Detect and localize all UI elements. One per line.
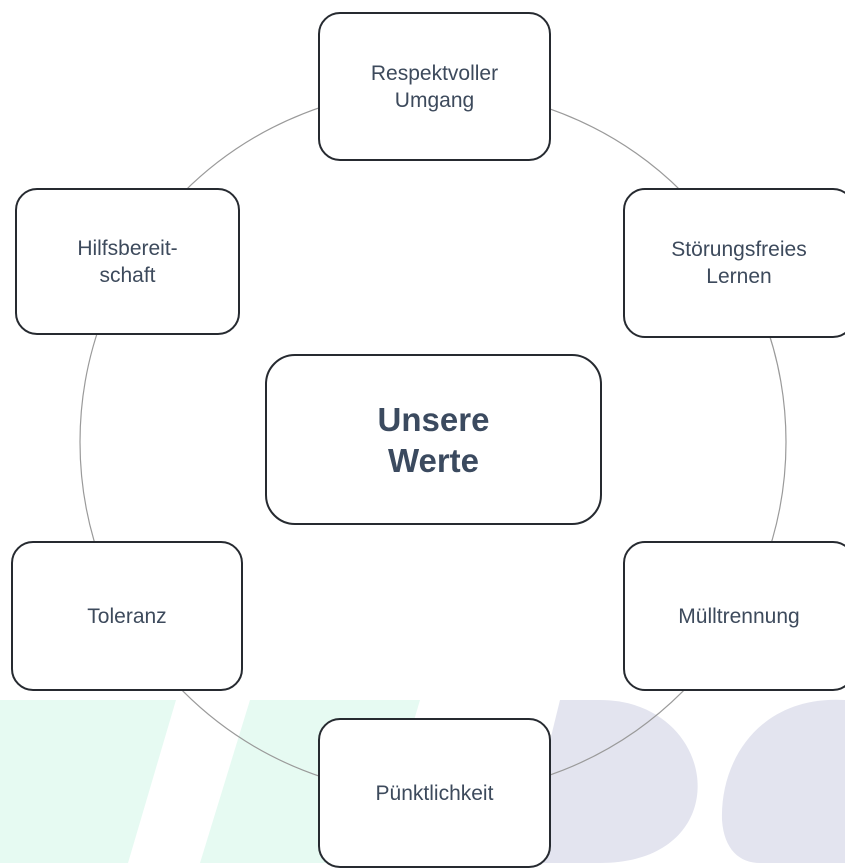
- value-node-puenktlichkeit: Pünktlichkeit: [318, 718, 551, 868]
- watermark-blue-shape-c: [721, 699, 845, 863]
- value-node-respektvoller-umgang: Respektvoller Umgang: [318, 12, 551, 161]
- center-node-unsere-werte: Unsere Werte: [265, 354, 602, 525]
- value-node-stoerungsfreies-lernen: Störungsfreies Lernen: [623, 188, 845, 338]
- watermark-green-shape-1: [0, 700, 176, 863]
- value-node-muelltrennung: Mülltrennung: [623, 541, 845, 691]
- value-node-hilfsbereitschaft: Hilfsbereit- schaft: [15, 188, 240, 335]
- value-node-toleranz: Toleranz: [11, 541, 243, 691]
- watermark-blue-shape-d: [520, 700, 698, 863]
